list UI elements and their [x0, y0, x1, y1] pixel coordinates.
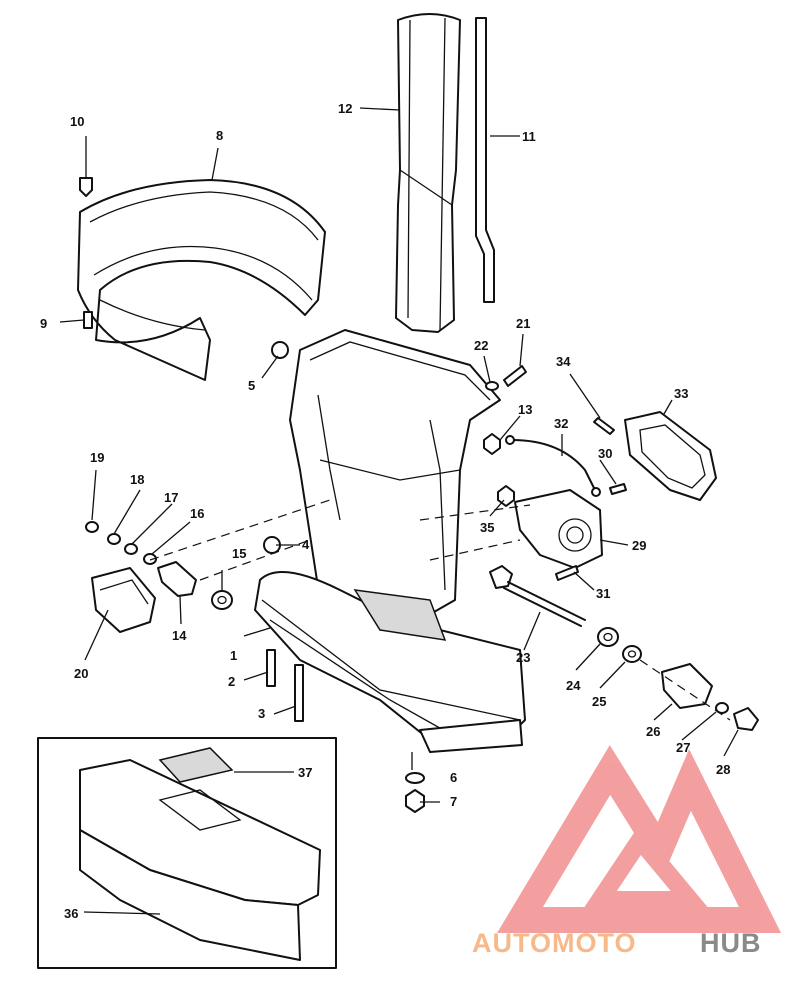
wire-32-part [505, 435, 601, 497]
callout-29: 29 [632, 538, 646, 553]
water-tube-part [475, 17, 495, 303]
grommet-26-part [661, 663, 713, 709]
screw-34-part [593, 417, 615, 435]
callout-22: 22 [474, 338, 488, 353]
plug-5-part [271, 341, 289, 359]
watermark-triangle-icon [497, 745, 782, 933]
washer-16-part [143, 553, 157, 565]
callout-5: 5 [248, 378, 255, 393]
washer-15-part [211, 590, 233, 610]
driveshaft-housing-part [254, 329, 526, 753]
callout-3: 3 [258, 706, 265, 721]
side-cover-part [77, 179, 326, 381]
callout-16: 16 [190, 506, 204, 521]
fastener-35-part [497, 485, 515, 507]
callout-10: 10 [70, 114, 84, 129]
screw-9-part [83, 311, 93, 329]
callout-11: 11 [522, 129, 536, 144]
washer-22-part [485, 381, 499, 391]
exhaust-tube-part [395, 13, 461, 333]
stud-2-part [266, 649, 276, 687]
cover-plate-33-part [624, 411, 717, 501]
callout-36: 36 [64, 906, 78, 921]
callout-26: 26 [646, 724, 660, 739]
callout-23: 23 [516, 650, 530, 665]
bracket-20-part [91, 567, 156, 633]
nut-7-part [405, 789, 425, 813]
callout-12: 12 [338, 101, 352, 116]
watermark-inner-icon [583, 824, 710, 909]
callout-labels: 1 2 3 4 5 6 7 8 9 10 11 12 13 14 15 16 1… [40, 101, 730, 921]
callout-33: 33 [674, 386, 688, 401]
housing-29-part [514, 489, 603, 569]
callout-17: 17 [164, 490, 178, 505]
washer-19-part [85, 521, 99, 533]
callout-21: 21 [516, 316, 530, 331]
screw-21-part [503, 365, 527, 387]
screw-30-part [609, 483, 627, 495]
screw-31-part [555, 565, 579, 581]
washer-17-part [124, 543, 138, 555]
callout-20: 20 [74, 666, 88, 681]
callout-19: 19 [90, 450, 104, 465]
callout-18: 18 [130, 472, 144, 487]
callout-1: 1 [230, 648, 237, 663]
callout-6: 6 [450, 770, 457, 785]
callout-32: 32 [554, 416, 568, 431]
callout-15: 15 [232, 546, 246, 561]
callout-8: 8 [216, 128, 223, 143]
callout-27: 27 [676, 740, 690, 755]
washer-18-part [107, 533, 121, 545]
callout-4: 4 [302, 537, 310, 552]
nut-13-part [483, 433, 501, 455]
leader-lines [59, 107, 739, 915]
washer-24-part [597, 627, 619, 647]
watermark-text-part2: HUB [700, 928, 762, 958]
callout-35: 35 [480, 520, 494, 535]
callout-14: 14 [172, 628, 187, 643]
callout-37: 37 [298, 765, 312, 780]
washer-25-part [622, 645, 642, 663]
washer-6-part [405, 772, 425, 784]
washer-27-part [715, 702, 729, 714]
callout-13: 13 [518, 402, 532, 417]
stud-3-part [294, 664, 304, 722]
callout-7: 7 [450, 794, 457, 809]
callout-24: 24 [566, 678, 581, 693]
callout-2: 2 [228, 674, 235, 689]
callout-34: 34 [556, 354, 571, 369]
callout-31: 31 [596, 586, 610, 601]
callout-9: 9 [40, 316, 47, 331]
watermark-logo [497, 745, 782, 933]
watermark-text: AUTOMOTO HUB [472, 928, 762, 958]
watermark-text-part1: AUTOMOTO [472, 928, 637, 958]
bolt-23-part [489, 565, 586, 627]
screw-10-part [79, 177, 93, 197]
callout-28: 28 [716, 762, 730, 777]
cap-nut-28-part [733, 707, 759, 731]
inset-box [37, 737, 337, 969]
callout-25: 25 [592, 694, 606, 709]
grommet-14-part [157, 561, 197, 597]
callout-30: 30 [598, 446, 612, 461]
